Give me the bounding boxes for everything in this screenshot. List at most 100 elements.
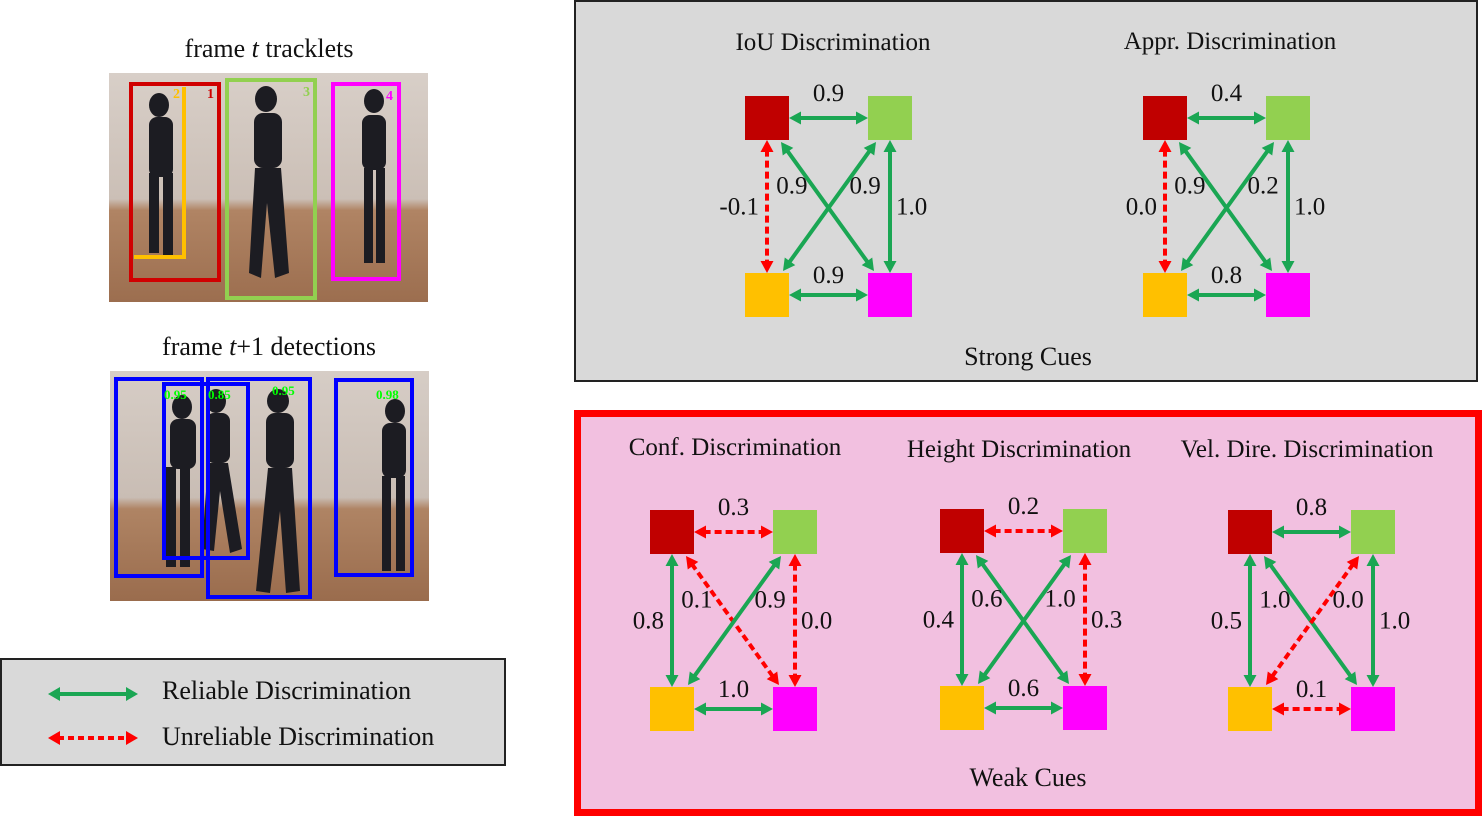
edge-bottom: [789, 288, 868, 302]
edge-bottom: [694, 702, 773, 716]
node-orange: [650, 687, 694, 731]
edge-right: [1078, 553, 1092, 686]
node-magenta: [868, 273, 912, 317]
edge-right: [1281, 140, 1295, 273]
reliable-arrow-icon: [48, 687, 138, 701]
edge-value-diag2: 1.0: [1045, 586, 1076, 613]
edge-value-left: 0.4: [923, 607, 955, 634]
tracklet-id-3: 3: [303, 85, 310, 100]
node-green: [773, 510, 817, 554]
node-green: [1266, 96, 1310, 140]
edge-value-top: 0.9: [813, 80, 844, 107]
strong-cues-label: Strong Cues: [964, 342, 1092, 371]
node-red: [940, 509, 984, 553]
edge-value-diag1: 0.9: [776, 173, 807, 200]
tracklet-id-1: 1: [207, 87, 214, 102]
node-green: [868, 96, 912, 140]
graph-title: Conf. Discrimination: [629, 434, 842, 461]
edge-bottom: [1272, 702, 1351, 716]
edge-value-bottom: 1.0: [718, 676, 749, 703]
unreliable-arrow-icon: [48, 731, 138, 745]
node-red: [1228, 510, 1272, 554]
detections-title: frame t+1 detections: [162, 332, 376, 361]
node-magenta: [1063, 686, 1107, 730]
edge-value-bottom: 0.9: [813, 262, 844, 289]
edge-bottom: [1187, 288, 1266, 302]
edge-value-right: 0.3: [1091, 607, 1122, 634]
node-magenta: [773, 687, 817, 731]
weak-cues-label: Weak Cues: [969, 763, 1087, 792]
edge-value-top: 0.4: [1211, 80, 1243, 107]
detection-score: 0.85: [208, 387, 231, 402]
edge-value-right: 1.0: [1379, 608, 1410, 635]
legend-reliable-label: Reliable Discrimination: [162, 676, 412, 705]
node-green: [1063, 509, 1107, 553]
edge-value-diag2: 0.2: [1248, 173, 1279, 200]
edge-diag-green-orange: [1266, 556, 1359, 685]
node-orange: [745, 273, 789, 317]
edge-top: [789, 111, 868, 125]
edge-top: [1187, 111, 1266, 125]
legend-unreliable-label: Unreliable Discrimination: [162, 722, 435, 751]
edge-diag-green-orange: [783, 142, 876, 271]
edge-left: [1243, 554, 1257, 687]
tracklet-id-2: 2: [173, 87, 180, 102]
node-orange: [1143, 273, 1187, 317]
detections-frame-image: 0.95 0.85 0.95 0.98: [110, 371, 429, 601]
detection-score: 0.95: [164, 387, 187, 402]
node-magenta: [1351, 687, 1395, 731]
edge-top: [984, 524, 1063, 538]
edge-top: [694, 525, 773, 539]
edge-value-diag2: 0.0: [1333, 587, 1364, 614]
edge-value-diag1: 0.6: [971, 586, 1002, 613]
edge-value-diag2: 0.9: [755, 587, 786, 614]
edge-value-left: 0.0: [1126, 194, 1157, 221]
edge-value-top: 0.3: [718, 494, 749, 521]
edge-left: [955, 553, 969, 686]
strong-cues-panel: [574, 0, 1478, 382]
node-green: [1351, 510, 1395, 554]
graph-title: IoU Discrimination: [735, 29, 931, 56]
edge-value-right: 1.0: [896, 194, 927, 221]
edge-right: [788, 554, 802, 687]
node-orange: [1228, 687, 1272, 731]
edge-value-left: -0.1: [719, 194, 759, 221]
edge-value-right: 1.0: [1294, 194, 1325, 221]
edge-right: [883, 140, 897, 273]
edge-diag-green-orange: [1181, 142, 1274, 271]
detection-score: 0.98: [376, 387, 399, 402]
edge-value-left: 0.8: [633, 608, 664, 635]
tracklets-frame-image: 2 1 3 4: [109, 73, 428, 302]
detection-score: 0.95: [272, 383, 295, 398]
edge-diag-green-orange: [688, 556, 781, 685]
graph-title: Vel. Dire. Discrimination: [1181, 436, 1434, 463]
edge-left: [665, 554, 679, 687]
node-red: [650, 510, 694, 554]
edge-value-diag2: 0.9: [850, 173, 881, 200]
edge-value-top: 0.8: [1296, 494, 1327, 521]
edge-right: [1366, 554, 1380, 687]
edge-value-right: 0.0: [801, 608, 832, 635]
edge-value-diag1: 1.0: [1259, 587, 1290, 614]
edge-value-diag1: 0.9: [1174, 173, 1205, 200]
edge-value-bottom: 0.6: [1008, 675, 1039, 702]
node-red: [1143, 96, 1187, 140]
tracklets-title: frame t tracklets: [184, 34, 354, 63]
legend: Reliable Discrimination Unreliable Discr…: [0, 658, 506, 766]
node-red: [745, 96, 789, 140]
edge-value-top: 0.2: [1008, 493, 1039, 520]
edge-left: [760, 140, 774, 273]
tracklet-id-4: 4: [386, 89, 393, 104]
edge-value-left: 0.5: [1211, 608, 1242, 635]
edge-value-bottom: 0.8: [1211, 262, 1242, 289]
graph-title: Height Discrimination: [907, 436, 1132, 463]
edge-top: [1272, 525, 1351, 539]
node-orange: [940, 686, 984, 730]
graph-title: Appr. Discrimination: [1124, 28, 1337, 55]
edge-value-diag1: 0.1: [681, 587, 712, 614]
edge-left: [1158, 140, 1172, 273]
edge-value-bottom: 0.1: [1296, 676, 1327, 703]
node-magenta: [1266, 273, 1310, 317]
edge-bottom: [984, 701, 1063, 715]
